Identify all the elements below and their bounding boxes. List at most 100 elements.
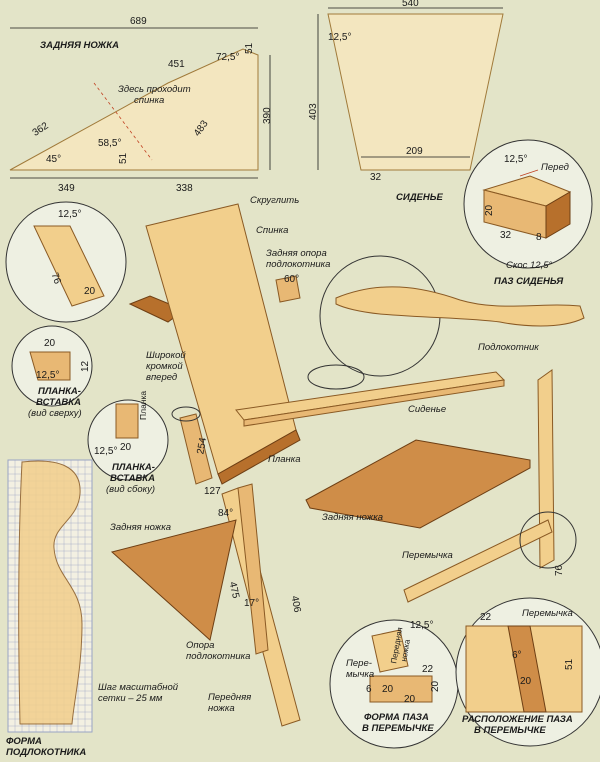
right-assembly: Задняя ножка Перемычка 76 bbox=[305, 369, 577, 603]
note-line-1: Здесь проходит bbox=[118, 84, 191, 95]
right-back-leg bbox=[305, 439, 531, 529]
slot-pos-6: 6° bbox=[512, 650, 522, 661]
armrest-shape bbox=[335, 286, 585, 327]
label-plank: Планка bbox=[268, 454, 301, 465]
seat-bevel-callout: Перед 12,5° 20 32 8 Скос 12,5° ПАЗ СИДЕН… bbox=[463, 139, 593, 287]
plank-side-20: 20 bbox=[120, 442, 132, 453]
main-assembly: Скруглить Спинка Задняя опора подлокотни… bbox=[128, 195, 506, 485]
bevel-20: 20 bbox=[484, 204, 495, 216]
slot-front-leg-2: ножка bbox=[399, 638, 412, 662]
dim-254: 254 bbox=[195, 436, 209, 455]
angle-58-5: 58,5° bbox=[98, 138, 121, 149]
plank-top-cap-2: ВСТАВКА bbox=[36, 397, 81, 408]
slot-angle: 12,5° bbox=[410, 620, 433, 631]
slot-pos-51: 51 bbox=[564, 658, 575, 670]
front-back-leg bbox=[110, 519, 237, 641]
label-front-leg-b: ножка bbox=[208, 703, 235, 714]
label-backrest: Спинка bbox=[256, 225, 288, 236]
tab-76: 76 bbox=[48, 271, 62, 286]
grid-note-1: Шаг масштабной bbox=[98, 682, 179, 693]
backrest-edge bbox=[217, 429, 301, 485]
armrest-shape-title-1: ФОРМА bbox=[6, 736, 42, 747]
dim-689: 689 bbox=[130, 16, 147, 27]
grid-note-2: сетки – 25 мм bbox=[98, 693, 163, 704]
slot-pos-groove bbox=[507, 625, 547, 713]
angle-12-5: 12,5° bbox=[328, 32, 351, 43]
tab-shape bbox=[33, 225, 105, 307]
dim-209: 209 bbox=[406, 146, 423, 157]
rear-support-right bbox=[275, 275, 301, 303]
bevel-8: 8 bbox=[536, 232, 542, 243]
label-seat: Сиденье bbox=[408, 404, 446, 415]
label-support-1: Задняя опора bbox=[266, 248, 327, 259]
slot-pos-title-1: РАСПОЛОЖЕНИЕ ПАЗА bbox=[462, 714, 573, 725]
seat-title: СИДЕНЬЕ bbox=[396, 192, 443, 203]
insert-tab-callout: 12,5° 76 20 bbox=[5, 201, 127, 323]
angle-17: 17° bbox=[244, 598, 259, 609]
right-crossbar bbox=[403, 519, 553, 603]
slot-crossbar-2: мычка bbox=[346, 669, 374, 680]
seat-bevel-title: ПАЗ СИДЕНЬЯ bbox=[494, 276, 564, 287]
right-post bbox=[537, 369, 555, 569]
plank-top-angle: 12,5° bbox=[36, 370, 59, 381]
slot-shape-title-2: В ПЕРЕМЫЧКЕ bbox=[362, 723, 434, 734]
dim-51-top: 51 bbox=[244, 42, 255, 54]
label-right-back-leg: Задняя ножка bbox=[322, 512, 383, 523]
plank-callout-ring bbox=[171, 406, 201, 422]
seat-edge bbox=[243, 379, 505, 427]
slot-pos-20: 20 bbox=[520, 676, 532, 687]
plank-top-shape bbox=[29, 351, 71, 381]
label-right-crossbar: Перемычка bbox=[402, 550, 453, 561]
angle-72-5: 72,5° bbox=[216, 52, 239, 63]
slot-shape-title-1: ФОРМА ПАЗА bbox=[364, 712, 429, 723]
label-support-b: подлокотника bbox=[186, 651, 250, 662]
dim-475: 475 bbox=[227, 581, 241, 600]
bevel-32: 32 bbox=[500, 230, 512, 241]
slot-20b: 20 bbox=[404, 694, 416, 705]
slot-position-callout: Перемычка 22 6° 20 51 РАСПОЛОЖЕНИЕ ПАЗА … bbox=[455, 597, 600, 747]
tab-20: 20 bbox=[84, 286, 96, 297]
right-callout bbox=[519, 511, 577, 569]
label-front-leg-a: Передняя bbox=[208, 692, 251, 703]
armrest-drawing: Подлокотник bbox=[319, 255, 585, 377]
dim-76: 76 bbox=[554, 564, 565, 576]
bevel-angle: 12,5° bbox=[504, 154, 527, 165]
label-round: Скруглить bbox=[250, 195, 299, 206]
seat-shape bbox=[327, 13, 504, 171]
dim-540: 540 bbox=[402, 0, 419, 9]
plank-side-angle: 12,5° bbox=[94, 446, 117, 457]
slot-22: 22 bbox=[422, 664, 434, 675]
label-wide-1: Широкой bbox=[146, 350, 186, 361]
bevel-side bbox=[545, 191, 571, 239]
armrest-support bbox=[237, 483, 269, 655]
backrest-panel bbox=[145, 203, 297, 475]
armrest-outline bbox=[18, 460, 83, 725]
dim-32: 32 bbox=[370, 172, 382, 183]
dim-338: 338 bbox=[176, 183, 193, 194]
dim-406: 406 bbox=[289, 595, 303, 614]
plank-side-shape bbox=[115, 403, 139, 439]
front-label: Перед bbox=[541, 162, 569, 173]
dim-349: 349 bbox=[58, 183, 75, 194]
tab-angle: 12,5° bbox=[58, 209, 81, 220]
seat-callout-ring bbox=[307, 364, 365, 390]
angle-60: 60° bbox=[284, 274, 299, 285]
dim-451: 451 bbox=[168, 59, 185, 70]
label-support-a: Опора bbox=[186, 640, 214, 651]
plank-side-cap-1: ПЛАНКА- bbox=[112, 462, 155, 473]
slot-pos-22: 22 bbox=[480, 612, 492, 623]
plank-top-12: 12 bbox=[80, 360, 91, 372]
slot-pos-crossbar: Перемычка bbox=[522, 608, 573, 619]
dim-390: 390 bbox=[262, 107, 273, 124]
back-leg-shape bbox=[9, 48, 259, 171]
note-line-2: спинка bbox=[134, 95, 164, 106]
slot-6: 6 bbox=[366, 684, 372, 695]
slot-crossbar-1: Пере- bbox=[346, 658, 372, 669]
backrest-line bbox=[93, 82, 153, 161]
dim-362: 362 bbox=[31, 120, 51, 139]
angle-84: 84° bbox=[218, 508, 233, 519]
bevel-note: Скос 12,5° bbox=[506, 260, 553, 271]
plank-top-cap-1: ПЛАНКА- bbox=[38, 386, 81, 397]
